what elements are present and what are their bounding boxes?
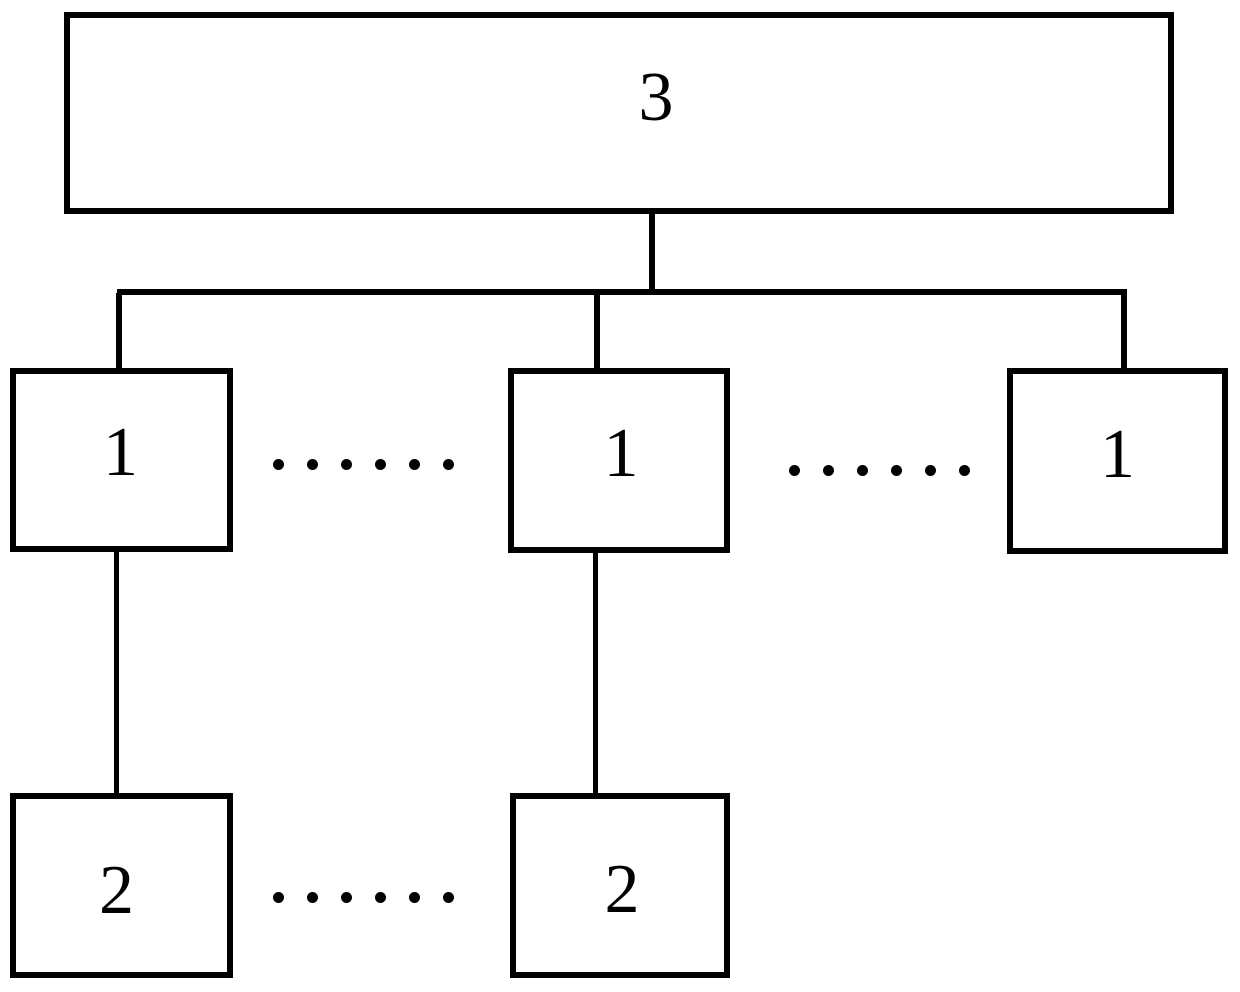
ellipsis-dot	[341, 459, 352, 470]
ellipsis-dot	[443, 892, 454, 903]
node-label-1-left: 1	[103, 414, 138, 491]
node-label-1-right: 1	[1100, 416, 1135, 493]
ellipsis-dot	[341, 892, 352, 903]
ellipsis-dot	[891, 465, 902, 476]
ellipsis-dot	[823, 465, 834, 476]
ellipsis-dots-units-right	[789, 465, 970, 476]
ellipsis-dot	[409, 459, 420, 470]
node-box-1-left: 1	[10, 368, 233, 552]
ellipsis-dots-units-left	[273, 459, 454, 470]
edge-bus-to-unit-middle	[594, 293, 600, 369]
ellipsis-dot	[375, 892, 386, 903]
node-box-2-left: 2	[10, 793, 233, 978]
node-label-2-middle: 2	[604, 850, 640, 928]
edge-bus-line	[117, 289, 1127, 295]
ellipsis-dot	[857, 465, 868, 476]
ellipsis-dot	[959, 465, 970, 476]
edge-unit-left-to-sub-left	[114, 550, 119, 793]
edge-top-to-bus	[649, 212, 655, 292]
ellipsis-dot	[925, 465, 936, 476]
ellipsis-dot	[273, 459, 284, 470]
ellipsis-dot	[443, 459, 454, 470]
node-box-3: 3	[64, 12, 1174, 214]
ellipsis-dot	[273, 892, 284, 903]
edge-bus-to-unit-left	[116, 293, 122, 369]
ellipsis-dots-subs	[273, 892, 454, 903]
ellipsis-dot	[789, 465, 800, 476]
edge-bus-to-unit-right	[1121, 293, 1127, 369]
node-box-1-middle: 1	[508, 368, 730, 553]
edge-unit-middle-to-sub-middle	[593, 551, 598, 793]
ellipsis-dot	[307, 892, 318, 903]
ellipsis-dot	[409, 892, 420, 903]
node-label-3: 3	[638, 59, 674, 136]
node-label-2-left: 2	[99, 851, 134, 929]
ellipsis-dot	[307, 459, 318, 470]
node-box-2-middle: 2	[510, 793, 730, 978]
node-label-1-middle: 1	[603, 414, 639, 492]
node-box-1-right: 1	[1007, 368, 1228, 554]
ellipsis-dot	[375, 459, 386, 470]
